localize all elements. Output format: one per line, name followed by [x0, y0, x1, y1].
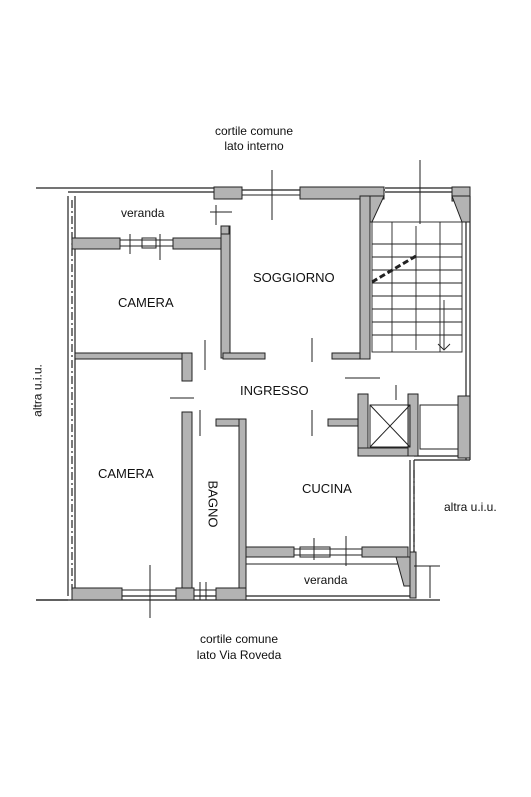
room-soggiorno: SOGGIORNO [253, 270, 335, 285]
room-veranda-top: veranda [121, 206, 165, 220]
right-unit-label: altra u.i.u. [444, 500, 497, 514]
room-veranda-bottom: veranda [304, 573, 348, 587]
room-camera-top: CAMERA [118, 295, 174, 310]
room-ingresso: INGRESSO [240, 383, 309, 398]
room-cucina: CUCINA [302, 481, 352, 496]
top-courtyard-label-line1: cortile comune [214, 124, 294, 138]
bottom-courtyard-label-line2: lato Via Roveda [196, 648, 282, 662]
bottom-courtyard-label-line1: cortile comune [199, 632, 279, 646]
stair [371, 221, 463, 353]
lift [369, 385, 459, 450]
room-bagno: BAGNO [205, 480, 221, 528]
left-unit-label: altra u.i.u. [30, 364, 45, 417]
room-camera-bottom: CAMERA [98, 466, 154, 481]
wall [213, 186, 243, 200]
top-courtyard-label-line2: lato interno [224, 139, 284, 153]
